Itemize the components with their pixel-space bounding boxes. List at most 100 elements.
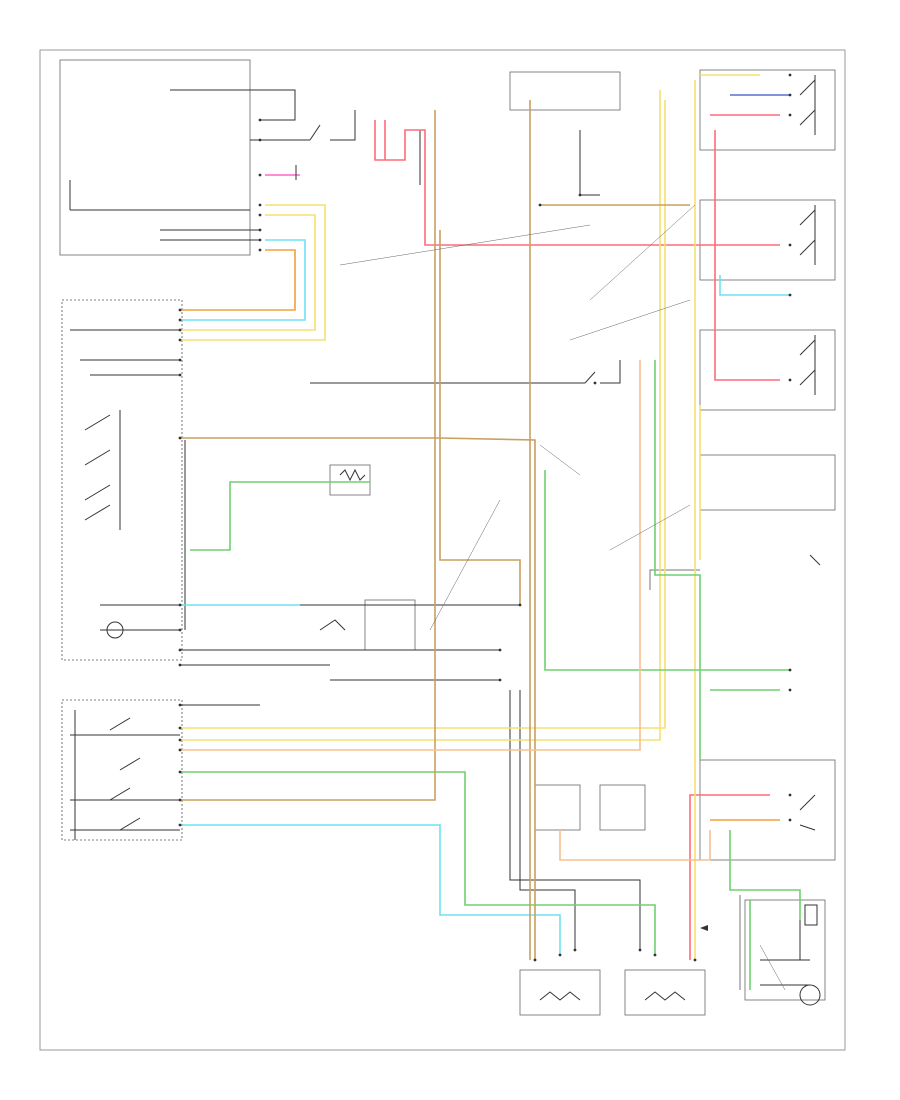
wire-black <box>330 110 356 141</box>
rear-blower-switch <box>799 75 816 135</box>
connector-dot <box>788 793 792 797</box>
connector-dot <box>573 948 577 952</box>
connector-dot <box>178 770 182 774</box>
connector-dot <box>178 436 182 440</box>
connector-dot <box>653 953 657 957</box>
rear-control-module-box <box>61 699 183 841</box>
connector-dot <box>178 798 182 802</box>
connector-dot <box>498 678 502 682</box>
rear-ac-switch <box>799 205 816 265</box>
wire-green <box>654 360 701 760</box>
right-rear-switch <box>809 554 821 566</box>
connector-dot <box>788 668 792 672</box>
connector-dot <box>178 648 182 652</box>
connector-dot <box>178 338 182 342</box>
wire-black <box>519 690 576 950</box>
connector-dot <box>178 726 182 730</box>
connector-dot <box>788 93 792 97</box>
wire-yellow <box>180 100 666 729</box>
connector-dot <box>178 738 182 742</box>
wire-tan <box>180 110 436 801</box>
switch-contact <box>309 124 321 141</box>
switch-contact <box>584 371 596 384</box>
connector-dot <box>578 193 582 197</box>
wire-gray <box>649 569 700 590</box>
wire-red <box>689 794 770 960</box>
heater-control-switch <box>84 410 121 530</box>
connector-dot <box>788 378 792 382</box>
compressor-relay-box <box>329 464 371 496</box>
connector-dot <box>258 213 262 217</box>
switch-symbols <box>74 75 821 1006</box>
connector-dot <box>258 173 262 177</box>
connector-dot <box>178 748 182 752</box>
wire-yellow <box>180 214 316 331</box>
wire-green <box>729 830 801 920</box>
connector-dot <box>788 688 792 692</box>
lamp-symbol <box>106 621 124 639</box>
connector-dot <box>178 663 182 667</box>
left-rear-switch <box>799 335 816 395</box>
wire-black <box>600 360 621 384</box>
connector-dot <box>788 73 792 77</box>
connector-dot <box>258 203 262 207</box>
rear-fuse-box <box>534 784 581 831</box>
wire-cyan <box>180 824 561 955</box>
connector-dot <box>788 243 792 247</box>
connector-dot <box>178 603 182 607</box>
connector-dot <box>258 248 262 252</box>
pressure-switch-symbol <box>804 904 818 926</box>
wire-black <box>509 690 641 950</box>
connector-dot <box>258 118 262 122</box>
connector-dot <box>178 703 182 707</box>
arrow-symbol <box>700 925 708 931</box>
connector-dot <box>518 603 522 607</box>
connector-dot <box>178 373 182 377</box>
connector-dot <box>258 238 262 242</box>
right-rear-actuator-box <box>624 969 706 1016</box>
wire-cyan <box>719 275 790 296</box>
black-wires <box>69 89 810 990</box>
connector-dot <box>498 648 502 652</box>
compressor-clutch-symbol <box>799 984 821 1006</box>
blower-relay-box <box>59 59 251 256</box>
right-rear-switch-box <box>699 454 836 511</box>
diagram-frame <box>39 49 846 1051</box>
low-pressure-switch <box>799 794 816 831</box>
rear-ac-switch-box <box>699 199 836 281</box>
connector-dot <box>178 308 182 312</box>
connector-dot <box>178 318 182 322</box>
wire-black <box>170 89 296 121</box>
wire-tan <box>180 437 536 960</box>
wire-yellow <box>180 204 326 341</box>
connector-dot <box>178 358 182 362</box>
connector-dot <box>178 823 182 827</box>
connector-dot <box>533 958 537 962</box>
wire-yellow <box>180 90 661 741</box>
rear-control-relay-box <box>364 599 416 651</box>
left-actuator-motor-symbol <box>539 991 581 1001</box>
heater-ac-control-box <box>61 299 183 661</box>
connector-dot <box>178 328 182 332</box>
connector-dots <box>178 73 792 962</box>
left-rear-actuator-box <box>519 969 601 1016</box>
left-rear-switch-box <box>699 329 836 411</box>
ac-pressure-switch-box <box>744 899 826 1001</box>
connector-dot <box>638 948 642 952</box>
wire-green <box>190 481 370 551</box>
connector-dot <box>558 953 562 957</box>
connector-dot <box>258 138 262 142</box>
wire-peach <box>559 830 711 861</box>
connector-dot <box>788 818 792 822</box>
connector-dot <box>693 958 697 962</box>
leader-lines <box>339 204 786 991</box>
relay-coil-symbol <box>339 468 366 482</box>
connector-dot <box>178 628 182 632</box>
right-actuator-motor-symbol <box>644 991 686 1001</box>
rear-blower-switch-box <box>699 69 836 151</box>
connector-dot <box>788 113 792 117</box>
rear-relay-box <box>599 784 646 831</box>
low-pressure-switch-box <box>699 759 836 861</box>
wire-tan <box>439 230 521 605</box>
